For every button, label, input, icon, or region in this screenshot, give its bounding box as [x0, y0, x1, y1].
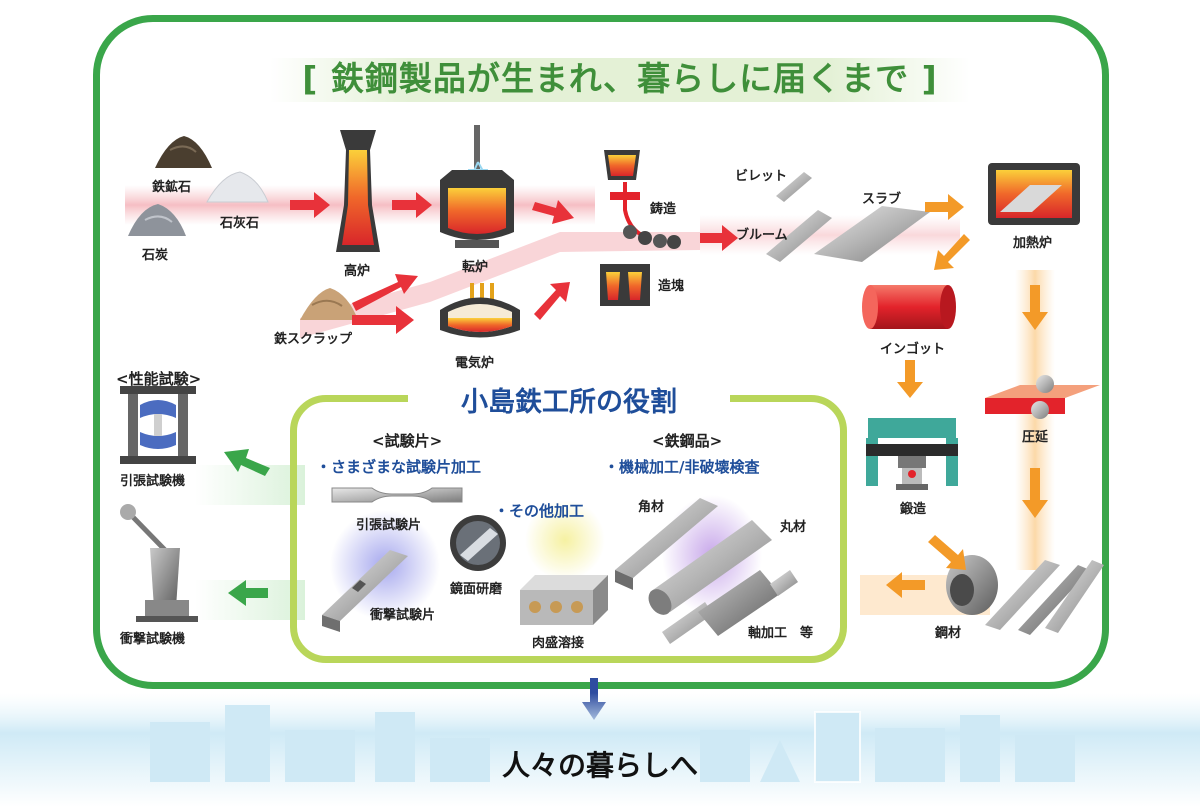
- label-slab: スラブ: [862, 192, 902, 207]
- label-casting: 鋳造: [650, 202, 677, 217]
- iron-ore-icon: [155, 136, 212, 168]
- label-iron-ore: 鉄鉱石: [152, 180, 192, 195]
- label-bloom: ブルーム: [736, 228, 788, 243]
- label-coal: 石炭: [142, 248, 169, 263]
- label-ingot-making: 造塊: [658, 279, 685, 294]
- specimens-heading: <試験片>: [372, 432, 443, 450]
- reheating-furnace-icon: [988, 163, 1080, 225]
- electric-furnace-icon: [440, 283, 520, 338]
- impact-specimen-icon: [322, 550, 408, 632]
- label-forging: 鍛造: [900, 502, 927, 517]
- label-ingot: インゴット: [880, 342, 946, 357]
- label-tensile-specimen: 引張試験片: [356, 518, 422, 533]
- label-impact-specimen: 衝撃試験片: [370, 608, 436, 623]
- impact-testing-machine-icon: [120, 504, 198, 622]
- label-reheating-furnace: 加熱炉: [1013, 236, 1053, 251]
- testing-heading: <性能試験>: [116, 370, 202, 388]
- label-tensile-machine: 引張試験機: [120, 474, 186, 489]
- tensile-testing-machine-icon: [120, 386, 196, 464]
- green-flow-arrows: [224, 449, 270, 606]
- products-heading: <鉄鋼品>: [652, 432, 723, 450]
- role-title: 小島鉄工所の役割: [461, 387, 677, 418]
- label-scrap: 鉄スクラップ: [274, 332, 353, 347]
- converter-icon: [440, 125, 514, 248]
- label-rolling: 圧延: [1022, 430, 1049, 445]
- slab-icon: [814, 206, 930, 262]
- other-item: ・その他加工: [494, 502, 585, 520]
- label-mirror-polish: 鏡面研磨: [450, 582, 503, 597]
- tensile-specimen-icon: [331, 487, 463, 503]
- specimens-item: ・さまざまな試験片加工: [316, 458, 482, 476]
- orange-flow-arrows: [886, 194, 1048, 598]
- shaft-icon: [662, 570, 798, 644]
- label-impact-machine: 衝撃試験機: [120, 632, 186, 647]
- label-round-bar: 丸材: [780, 520, 807, 535]
- ingot-icon: [862, 285, 956, 329]
- mirror-polish-icon: [450, 515, 506, 571]
- casting-icon: [604, 150, 681, 249]
- overlay-welding-icon: [520, 575, 608, 625]
- flow-arrows: [290, 192, 738, 334]
- limestone-icon: [206, 171, 269, 203]
- scrap-icon: [300, 288, 358, 320]
- blast-furnace-icon: [336, 130, 380, 252]
- square-bar-icon: [615, 498, 718, 590]
- label-limestone: 石灰石: [220, 216, 260, 231]
- billet-icon: [776, 172, 812, 202]
- label-shaft: 軸加工 等: [748, 626, 814, 641]
- city-skyline: [0, 693, 1200, 807]
- coal-icon: [128, 204, 186, 236]
- label-converter: 転炉: [462, 260, 489, 275]
- label-square-bar: 角材: [638, 500, 665, 515]
- page-title: [ 鉄鋼製品が生まれ、暮らしに届くまで ]: [302, 59, 938, 98]
- steel-products-icon: [946, 555, 1104, 635]
- products-item: ・機械加工/非破壊検査: [604, 458, 760, 476]
- title-band: [270, 58, 970, 102]
- rolling-icon: [985, 375, 1100, 419]
- label-overlay-welding: 肉盛溶接: [532, 636, 585, 651]
- footer-text: 人々の暮らしへ: [501, 749, 698, 782]
- label-blast-furnace: 高炉: [344, 264, 371, 279]
- forging-icon: [866, 418, 958, 490]
- label-steel: 鋼材: [935, 626, 962, 641]
- label-electric-furnace: 電気炉: [455, 356, 495, 371]
- round-bar-icon: [648, 520, 772, 615]
- ingot-making-icon: [600, 264, 650, 306]
- label-billet: ビレット: [735, 169, 788, 184]
- role-title-backdrop: [408, 380, 730, 420]
- bloom-icon: [766, 210, 832, 262]
